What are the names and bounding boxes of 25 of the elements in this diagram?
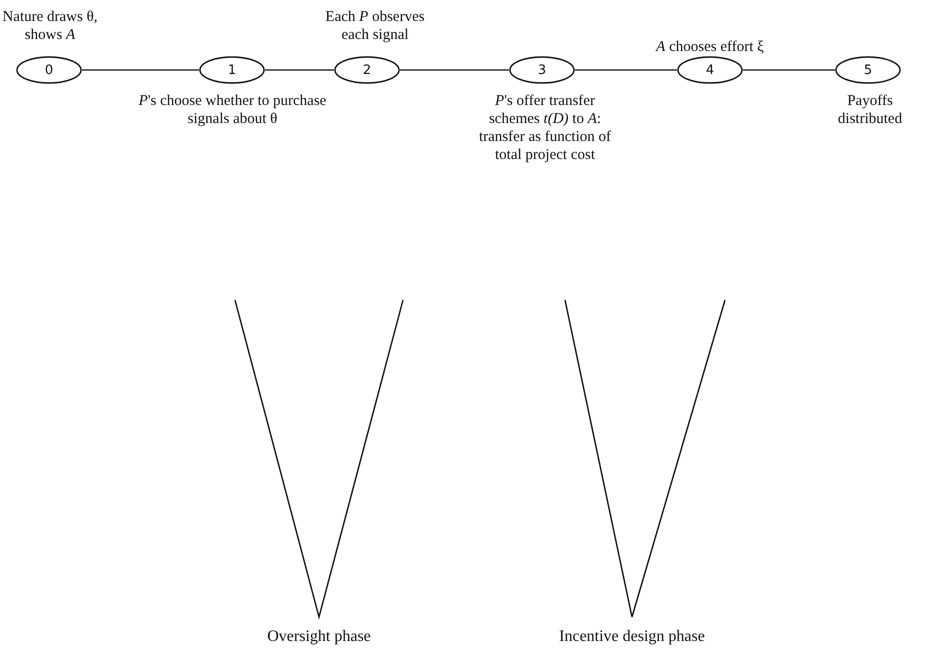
stage-number: 1: [228, 62, 236, 78]
stage-description: P's offer transfer schemes t(D) to A: transfer as function of total project cost: [478, 92, 612, 164]
connector-line: [743, 69, 835, 71]
stage-number: 5: [864, 62, 872, 78]
stage-description: A chooses effort ξ: [654, 38, 765, 56]
stage-number: 4: [706, 62, 714, 78]
stage-number: 2: [362, 62, 372, 78]
connector-line: [82, 69, 199, 71]
stage-ellipse: [16, 56, 82, 84]
stage-number: 0: [44, 62, 54, 78]
stage-ellipse: [677, 56, 743, 84]
stage-ellipse: [334, 56, 400, 84]
phase-label: Oversight phase: [267, 628, 371, 646]
stage-description: P's choose whether to purchase signals about θ: [138, 92, 328, 128]
stage-ellipse: [199, 56, 265, 84]
stage-ellipse: [509, 56, 575, 84]
stage-ellipse: [835, 56, 901, 84]
stage-description: Nature draws θ, shows A: [1, 8, 99, 44]
connector-line: [400, 69, 509, 71]
connector-line: [265, 69, 334, 71]
connector-line: [575, 69, 677, 71]
stage-description: Payoffs distributed: [836, 92, 904, 128]
phase-label: Incentive design phase: [559, 628, 705, 646]
stage-number: 3: [538, 62, 546, 78]
stage-description: Each P observes each signal: [324, 8, 426, 44]
